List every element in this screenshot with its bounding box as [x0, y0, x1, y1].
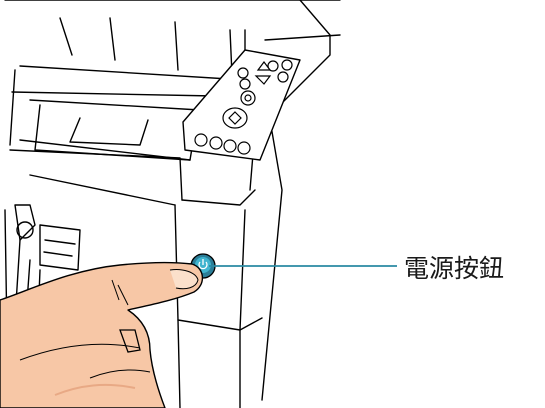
- stop-icon: [245, 95, 251, 101]
- panel-button-3[interactable]: [282, 60, 292, 70]
- panel-button-7[interactable]: [210, 137, 222, 149]
- panel-button-6[interactable]: [195, 134, 207, 146]
- panel-button-8[interactable]: [224, 140, 236, 152]
- panel-button-9[interactable]: [238, 142, 250, 154]
- panel-button-5[interactable]: [278, 72, 288, 82]
- pointing-hand: [0, 263, 202, 408]
- panel-button-4[interactable]: [240, 79, 250, 89]
- panel-button-1[interactable]: [238, 68, 248, 78]
- power-button-label: 電源按鈕: [404, 254, 504, 284]
